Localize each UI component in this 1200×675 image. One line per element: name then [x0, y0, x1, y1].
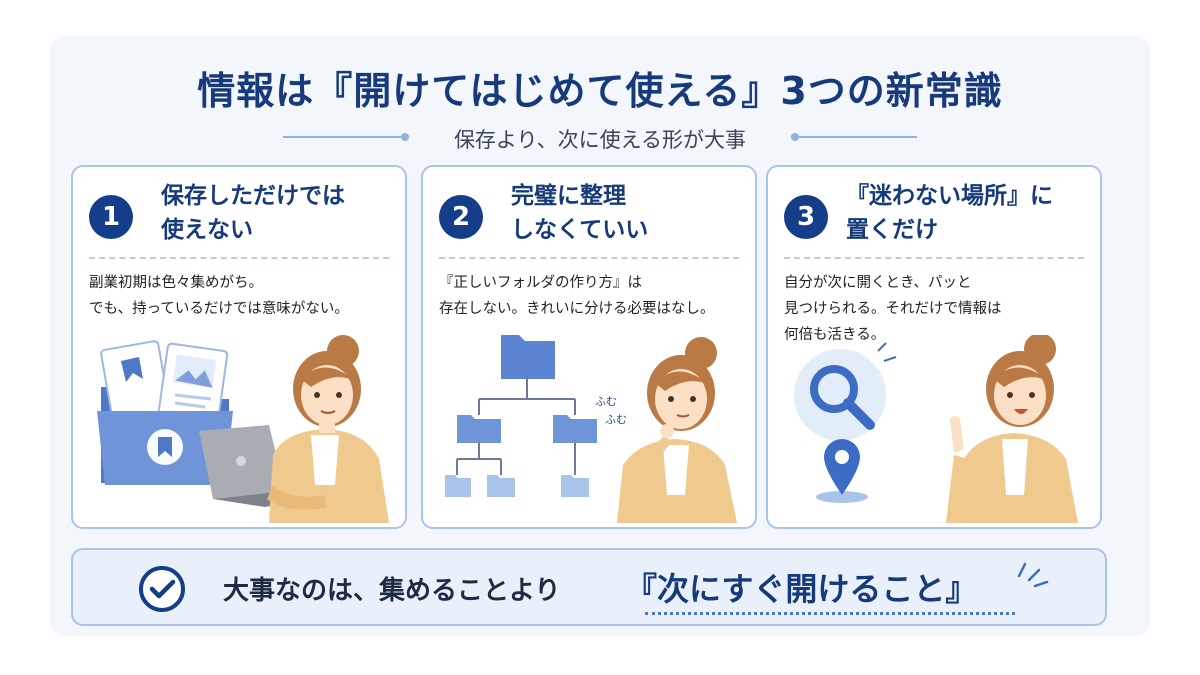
- card-heading-line: 保存しただけでは: [161, 183, 345, 209]
- subtitle-right-dot: [791, 133, 799, 141]
- folder-tree-thinking-woman-illustration: ふむ ふむ: [445, 335, 737, 523]
- card-body-line: 存在しない。きれいに分ける必要はなし。: [439, 301, 715, 317]
- key-message-lead: 大事なのは、集めることより: [223, 576, 561, 606]
- card-body: 自分が次に開くとき、パッと 見つけられる。それだけで情報は 何倍も活きる。: [784, 270, 1090, 348]
- card-3: 3 『迷わない場所』に 置くだけ 自分が次に開くとき、パッと 見つけられる。それ…: [766, 165, 1102, 529]
- card-body-line: 何倍も活きる。: [784, 327, 886, 343]
- woman-pointing-illustration: [946, 335, 1078, 523]
- card-heading: 完璧に整理 しなくていい: [511, 179, 747, 247]
- search-icon: [794, 342, 897, 441]
- key-message-banner: 大事なのは、集めることより 『次にすぐ開けること』: [71, 548, 1107, 626]
- card-divider: [784, 257, 1084, 259]
- card-heading-line: 『迷わない場所』に: [846, 183, 1053, 209]
- card-body-line: 副業初期は色々集めがち。: [89, 275, 263, 291]
- card-body-line: 『正しいフォルダの作り方』は: [439, 275, 642, 291]
- check-circle-icon: [139, 566, 185, 612]
- image-document-icon: [157, 342, 229, 424]
- card-body: 副業初期は色々集めがち。 でも、持っているだけでは意味がない。: [89, 270, 395, 322]
- folder-icon: [97, 340, 233, 485]
- subtitle-left-dot: [401, 133, 409, 141]
- subtitle-right-line: [797, 136, 917, 138]
- mumble-text: ふむ: [595, 395, 617, 408]
- card-number-badge: 1: [89, 195, 133, 239]
- card-number-badge: 3: [784, 195, 828, 239]
- card-2: 2 完璧に整理 しなくていい 『正しいフォルダの作り方』は 存在しない。きれいに…: [421, 165, 757, 529]
- card-body-line: 見つけられる。それだけで情報は: [784, 301, 1002, 317]
- emphasis-underline: [645, 612, 1015, 615]
- woman-working-illustration: [267, 335, 389, 523]
- search-pin-pointing-woman-illustration: [794, 335, 1078, 523]
- subtitle-row: 保存より、次に使える形が大事: [283, 124, 917, 152]
- sparkle-lines-icon: [1017, 562, 1049, 588]
- key-message-emphasis: 『次にすぐ開けること』: [625, 570, 978, 608]
- subtitle: 保存より、次に使える形が大事: [453, 128, 747, 152]
- card-body: 『正しいフォルダの作り方』は 存在しない。きれいに分ける必要はなし。: [439, 270, 745, 322]
- card-heading-line: 使えない: [161, 217, 253, 243]
- card-divider: [89, 257, 389, 259]
- card-heading-line: しなくていい: [511, 217, 649, 243]
- folder-laptop-woman-illustration: [97, 335, 389, 523]
- folder-tree-icon: [445, 335, 597, 497]
- woman-thinking-illustration: [617, 337, 737, 523]
- card-1: 1 保存しただけでは 使えない 副業初期は色々集めがち。 でも、持っているだけで…: [71, 165, 407, 529]
- card-heading: 保存しただけでは 使えない: [161, 179, 397, 247]
- card-number-badge: 2: [439, 195, 483, 239]
- card-body-line: でも、持っているだけでは意味がない。: [89, 301, 349, 317]
- page-title: 情報は『開けてはじめて使える』3つの新常識: [197, 69, 1003, 113]
- map-pin-icon: [816, 439, 868, 503]
- mumble-text: ふむ: [605, 413, 627, 426]
- card-divider: [439, 257, 739, 259]
- subtitle-left-line: [283, 136, 403, 138]
- card-heading: 『迷わない場所』に 置くだけ: [846, 179, 1096, 247]
- card-body-line: 自分が次に開くとき、パッと: [784, 275, 972, 291]
- card-heading-line: 置くだけ: [846, 217, 938, 243]
- card-heading-line: 完璧に整理: [511, 183, 626, 209]
